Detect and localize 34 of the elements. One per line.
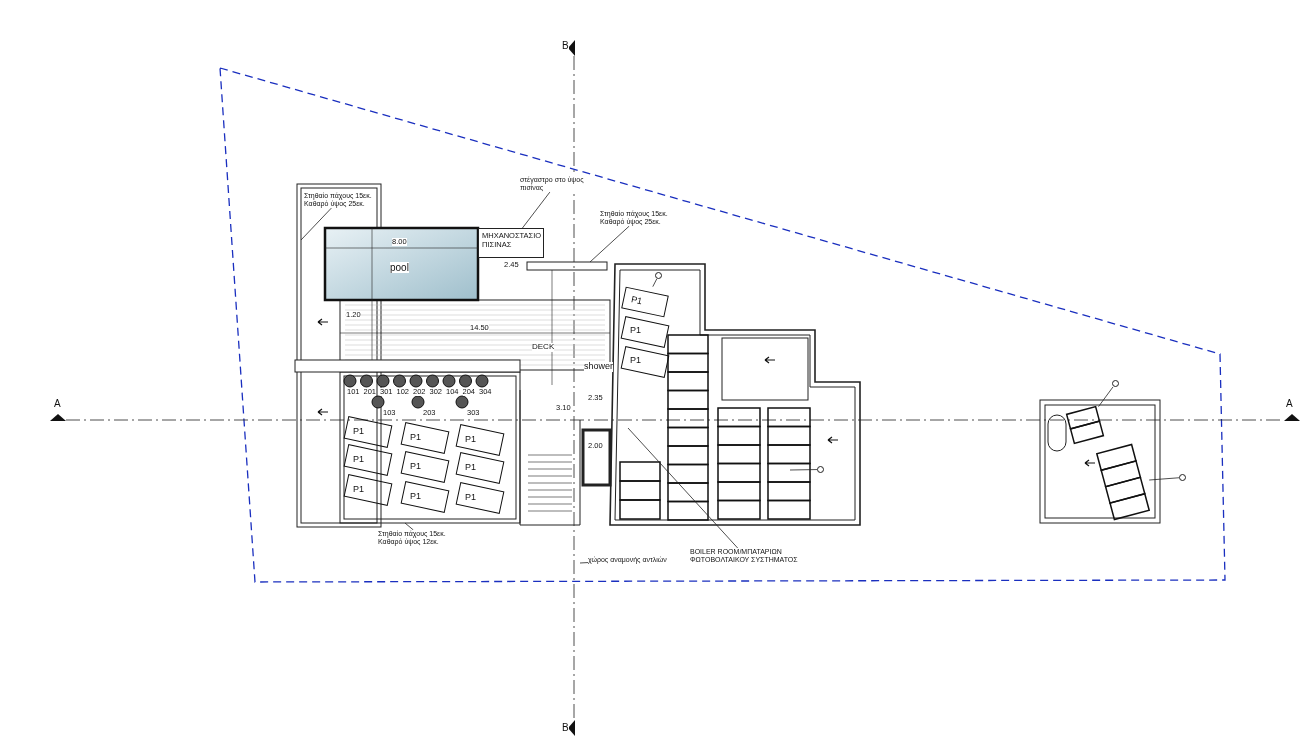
pool-label: pool [390,262,409,273]
lounger-label: P1 [410,433,421,443]
section-letter: B [562,722,569,733]
callout-circle [1179,474,1186,481]
callout-circle [817,466,824,473]
deck-label: DECK [532,343,555,352]
lounger-label: P1 [465,493,476,503]
lounger-label: P1 [353,485,364,495]
section-letter: A [1286,398,1293,409]
lounger-label: P1 [353,455,364,465]
leader-line [404,522,414,531]
solar-panel-array [1095,443,1151,521]
lounger-label: P1 [410,492,421,502]
leader-line [789,469,818,471]
shower-label: shower [584,362,613,372]
lounger-label: P1 [410,462,421,472]
leader-line [589,225,630,263]
solar-panel-array [1065,405,1105,445]
lounger-label: P1 [630,356,641,366]
leader-line [579,562,589,564]
leader-line [627,427,739,549]
leader-line [652,278,658,288]
lounger-label: P1 [630,326,641,336]
lounger-label: P1 [465,463,476,473]
leader-line [1098,386,1114,408]
leader-line [300,207,332,241]
callout-circle [1112,380,1119,387]
leader-line [522,191,551,229]
section-letter: A [54,398,61,409]
lounger-label: P1 [353,427,364,437]
callout-circle [655,272,662,279]
leader-line [1148,477,1180,481]
lounger-label: P1 [465,435,476,445]
section-letter: B [562,40,569,51]
